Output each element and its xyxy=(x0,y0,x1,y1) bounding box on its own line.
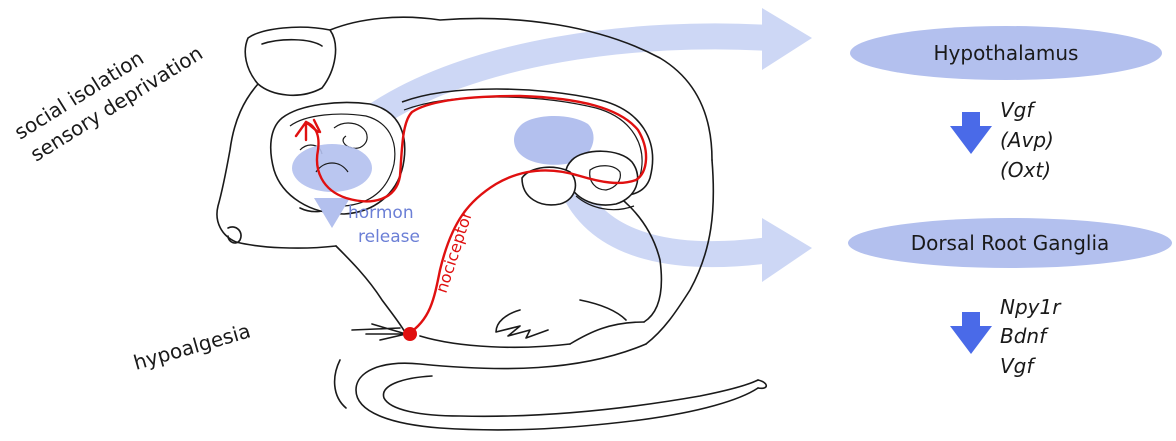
rat-outline xyxy=(217,17,766,430)
spinal-cord xyxy=(402,89,653,210)
hormon-label: hormon xyxy=(348,203,414,223)
outcome-hypoalgesia: hypoalgesia xyxy=(131,319,253,375)
drg-gene-list: Npy1r Bdnf Vgf xyxy=(1000,295,1062,378)
gene-item: Bdnf xyxy=(1000,324,1049,348)
nociceptor-ending xyxy=(403,327,417,341)
drg-node: Dorsal Root Ganglia xyxy=(848,218,1172,268)
gene-item: Vgf xyxy=(1000,354,1036,378)
gene-item: Vgf xyxy=(1000,98,1036,122)
hypothalamus-gene-list: Vgf (Avp) (Oxt) xyxy=(1000,98,1054,182)
release-label: release xyxy=(358,227,420,247)
hypothalamus-node: Hypothalamus xyxy=(850,26,1162,80)
drg-down-arrow xyxy=(950,312,992,354)
hypothalamus-down-arrow xyxy=(950,112,992,154)
hypothalamus-title: Hypothalamus xyxy=(934,41,1079,65)
left-conditions-label: social isolation sensory deprivation xyxy=(10,41,207,166)
nociceptor-label: nociceptor xyxy=(432,208,476,295)
gene-item: (Avp) xyxy=(1000,128,1054,152)
gene-item: Npy1r xyxy=(1000,295,1062,319)
drg-title: Dorsal Root Ganglia xyxy=(911,231,1110,255)
gene-item: (Oxt) xyxy=(1000,158,1051,182)
